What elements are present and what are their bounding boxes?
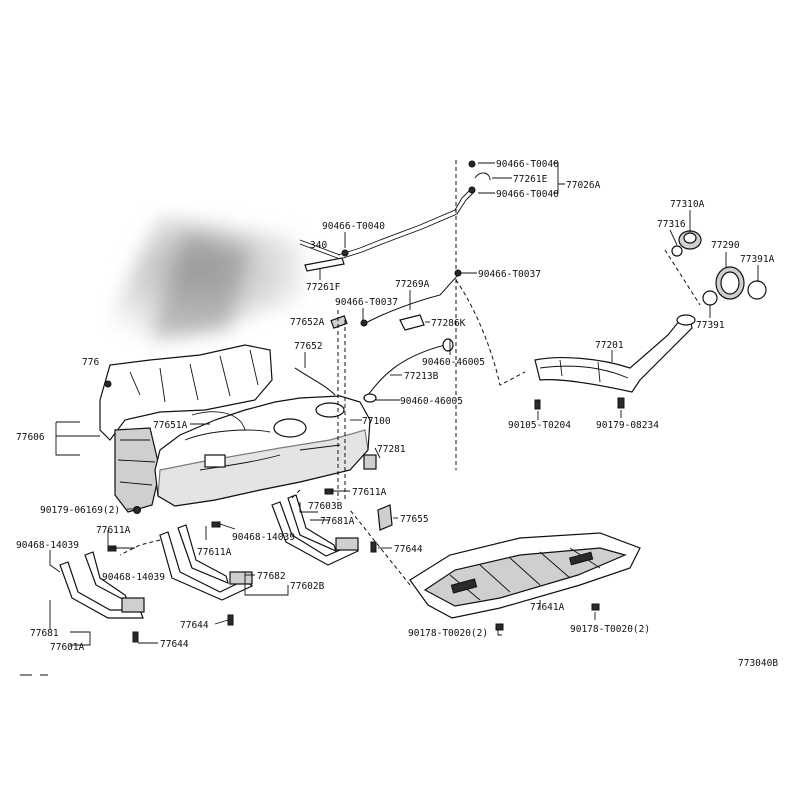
label-90468-14039-left: 90468-14039	[16, 540, 79, 551]
label-90178-T0020-left: 90178-T0020(2)	[408, 628, 488, 639]
label-77290: 77290	[711, 240, 740, 251]
filler-pipe-77201	[534, 314, 696, 393]
label-77641A: 77641A	[530, 602, 565, 613]
heat-shield-77606	[99, 344, 273, 513]
hose-77652	[294, 367, 336, 396]
label-77601A: 77601A	[50, 642, 85, 653]
tank-protector-77655	[377, 504, 393, 531]
label-90466-T0037-right: 90466-T0037	[478, 269, 541, 280]
label-77602B: 77602B	[290, 581, 325, 592]
label-90466-T0040-top: 90466-T0040	[496, 159, 559, 170]
label-340: 340	[310, 240, 327, 251]
label-77269A: 77269A	[395, 279, 430, 290]
breather-tubes	[299, 160, 491, 272]
leader-lines	[49, 162, 759, 646]
label-77682: 77682	[257, 571, 286, 582]
label-77644-right: 77644	[394, 544, 423, 555]
part-labels: 90466-T0040 77261E 90466-T0040 77026A 90…	[16, 159, 778, 669]
label-77603B: 77603B	[308, 501, 343, 512]
label-77611A-center: 77611A	[352, 487, 387, 498]
hose-77213B	[363, 338, 454, 403]
label-77100: 77100	[362, 416, 391, 427]
label-77261F: 77261F	[306, 282, 341, 293]
label-77286K: 77286K	[431, 318, 466, 329]
label-77644-left: 77644	[160, 639, 189, 650]
label-90468-14039-middle: 90468-14039	[102, 572, 165, 583]
assembly-dash-lines	[119, 160, 701, 586]
label-77261E: 77261E	[513, 174, 548, 185]
label-77310A: 77310A	[670, 199, 705, 210]
label-77201: 77201	[595, 340, 624, 351]
label-77611A-middle: 77611A	[197, 547, 232, 558]
tank-under-cover-77641A	[409, 532, 641, 619]
label-90179-08234: 90179-08234	[596, 420, 659, 431]
label-77652: 77652	[294, 341, 323, 352]
label-77606: 77606	[16, 432, 45, 443]
label-77391: 77391	[696, 320, 725, 331]
label-90178-T0020-right: 90178-T0020(2)	[570, 624, 650, 635]
gasket-77651A	[191, 411, 246, 431]
label-77316: 77316	[657, 219, 686, 230]
label-77281: 77281	[377, 444, 406, 455]
tank-band-77601A	[59, 551, 145, 619]
label-77391A: 77391A	[740, 254, 775, 265]
label-90466-T0037-left: 90466-T0037	[335, 297, 398, 308]
label-77681: 77681	[30, 628, 59, 639]
label-90105-T0204: 90105-T0204	[508, 420, 571, 431]
sender-77281	[363, 454, 377, 470]
bolts	[107, 397, 625, 643]
label-77655: 77655	[400, 514, 429, 525]
label-90179-06169: 90179-06169(2)	[40, 505, 120, 516]
label-77651A: 77651A	[153, 420, 188, 431]
label-90468-14039-center: 90468-14039	[232, 532, 295, 543]
label-90460-46005-top: 90460-46005	[422, 357, 485, 368]
label-776: 776	[82, 357, 99, 368]
diagram-code: 773040B	[738, 658, 778, 669]
label-77213B: 77213B	[404, 371, 439, 382]
fuel-tank-77100	[154, 395, 371, 507]
label-90460-46005-bottom: 90460-46005	[400, 396, 463, 407]
label-90466-T0040-left: 90466-T0040	[322, 221, 385, 232]
label-77681A: 77681A	[320, 516, 355, 527]
label-77644-middle: 77644	[180, 620, 209, 631]
label-90466-T0040-bottom: 90466-T0040	[496, 189, 559, 200]
label-77026A: 77026A	[566, 180, 601, 191]
blurred-watermark	[95, 215, 305, 350]
label-77652A: 77652A	[290, 317, 325, 328]
label-77611A-left: 77611A	[96, 525, 131, 536]
